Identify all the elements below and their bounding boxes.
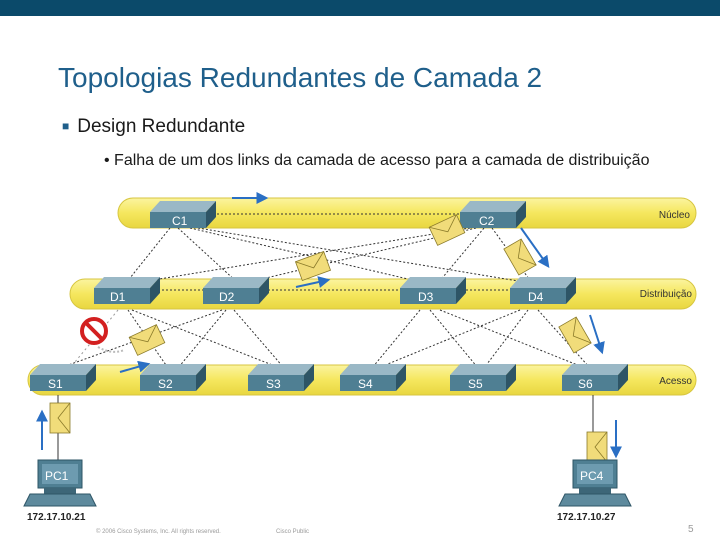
link-d4-s5 [483,309,529,369]
envelope-icon [128,324,166,356]
switch-s5-label: S5 [468,377,483,391]
switch-d1-label: D1 [110,290,126,304]
layer-band-distribution: Distribuição [69,278,697,310]
switch-s2: S2 [140,364,206,391]
link-c1-d3 [189,227,426,284]
layer-label-core: Núcleo [659,210,691,221]
switch-c2-label: C2 [479,214,495,228]
layer-label-distribution: Distribuição [640,289,693,300]
link-d2-s3 [233,309,285,369]
link-d3-s4 [371,309,421,369]
link-c1-d4 [197,227,531,284]
bullet-design: ■ Design Redundante [62,116,245,138]
bullet-square-icon: ■ [62,119,70,133]
switch-c2: C2 [460,201,526,228]
link-c2-d4 [491,227,533,284]
switch-s4-label: S4 [358,377,373,391]
pc4-computer: PC4 172.17.10.27 [557,459,632,523]
footer-copyright: © 2006 Cisco Systems, Inc. All rights re… [96,529,221,535]
network-links [59,213,591,369]
pc4-ip: 172.17.10.27 [557,512,616,523]
switch-d3: D3 [400,277,466,304]
envelope-icon [503,238,537,276]
envelope-icon [558,316,592,354]
envelope-icon [586,431,608,463]
switch-s1-label: S1 [48,377,63,391]
link-c2-d1 [134,227,471,284]
switch-d4: D4 [510,277,576,304]
footer-classification: Cisco Public [276,529,310,535]
link-d2-s2 [177,309,227,369]
link-d2-s1 [59,309,223,369]
page-number: 5 [688,524,694,535]
switch-s3: S3 [248,364,314,391]
bullet-design-text: Design Redundante [77,116,246,137]
traffic-arrows [36,192,622,459]
envelope-icon [428,214,466,246]
switch-d3-label: D3 [418,290,434,304]
link-d4-s4 [377,309,521,369]
envelope-icon [49,402,71,434]
envelope-icon [294,250,332,282]
switch-c1-label: C1 [172,214,188,228]
switch-s5: S5 [450,364,516,391]
switch-d1: D1 [94,277,160,304]
link-d3-s5 [429,309,479,369]
arrow-icon [119,360,151,373]
link-c1-d1 [125,227,171,284]
pc4-label: PC4 [580,469,604,483]
arrow-icon [295,276,331,288]
link-c1-d2 [177,227,239,284]
no-entry-icon [80,317,125,353]
switch-s6: S6 [562,364,628,391]
switch-c1: C1 [150,201,216,228]
switch-s4: S4 [340,364,406,391]
arrow-icon [520,227,550,268]
switch-s1: S1 [30,364,96,391]
arrow-icon [589,314,605,355]
layer-label-access: Acesso [659,376,692,387]
link-c2-d2 [244,227,477,284]
link-d1-s3 [131,309,281,369]
link-d4-s6 [537,309,591,369]
layer-band-core: Núcleo [117,197,697,229]
top-banner [0,0,720,16]
slide-title: Topologias Redundantes de Camada 2 [58,62,543,93]
switch-d4-label: D4 [528,290,544,304]
switch-s3-label: S3 [266,377,281,391]
switch-s2-label: S2 [158,377,173,391]
switch-d2: D2 [203,277,269,304]
switch-d2-label: D2 [219,290,235,304]
switch-s6-label: S6 [578,377,593,391]
pc1-computer: PC1 172.17.10.21 [23,459,97,523]
pc1-ip: 172.17.10.21 [27,512,86,523]
pc1-label: PC1 [45,469,69,483]
link-d3-s6 [439,309,586,369]
bullet-failure: • Falha de um dos links da camada de ace… [104,152,650,169]
